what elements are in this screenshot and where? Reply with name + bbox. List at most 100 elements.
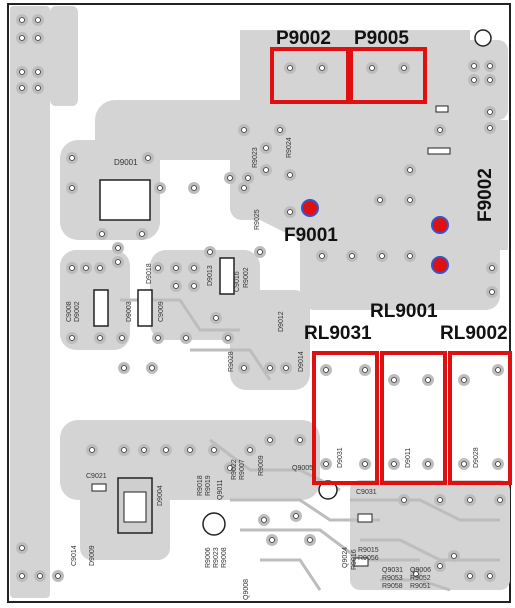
pad-hole: [97, 335, 103, 341]
pad-hole: [495, 461, 501, 467]
pad-hole: [69, 155, 75, 161]
fuse-holder-f9002: [427, 147, 451, 155]
pad-hole: [467, 573, 473, 579]
pad-hole: [495, 367, 501, 373]
pad-hole: [241, 185, 247, 191]
pad-hole: [121, 365, 127, 371]
pad-hole: [267, 365, 273, 371]
smd-capacitor-c9021: [91, 483, 107, 492]
pad-hole: [287, 209, 293, 215]
silk-r9028: R9028: [228, 351, 235, 372]
silk-c9008: C9008: [66, 301, 73, 322]
silk-r9006: R9006: [205, 547, 212, 568]
diode-body-d9003: [137, 289, 153, 327]
pad-hole: [487, 77, 493, 83]
pad-hole: [391, 461, 397, 467]
pad-hole: [362, 367, 368, 373]
pad-hole: [257, 249, 263, 255]
board-outline: [7, 3, 511, 603]
label-rl9001: RL9001: [370, 301, 438, 322]
pad-hole: [407, 167, 413, 173]
pad-hole: [241, 365, 247, 371]
pad-hole: [413, 571, 419, 577]
pad-hole: [489, 265, 495, 271]
pad-hole: [191, 265, 197, 271]
pad-hole: [379, 253, 385, 259]
pad-hole: [89, 447, 95, 453]
pad-hole: [19, 17, 25, 23]
pad-hole: [35, 69, 41, 75]
pad-hole: [263, 145, 269, 151]
pad-hole: [487, 125, 493, 131]
pad-hole: [267, 437, 273, 443]
pad-hole: [247, 447, 253, 453]
pad-hole: [115, 245, 121, 251]
pad-hole: [461, 461, 467, 467]
silk-r9023: R9023: [252, 147, 259, 168]
silk-r9052: R9052: [410, 575, 431, 582]
pad-hole: [487, 573, 493, 579]
mounting-hole-top-right: [474, 29, 492, 47]
pad-hole: [99, 231, 105, 237]
silk-r9018: R9018: [197, 475, 204, 496]
component-bodies: [91, 29, 492, 567]
pad-hole: [139, 231, 145, 237]
silk-c9016: C9016: [234, 271, 241, 292]
pad-hole: [319, 65, 325, 71]
silk-c9021: C9021: [86, 473, 107, 480]
pad-hole: [497, 497, 503, 503]
pad-hole: [141, 447, 147, 453]
marker-f9002-upper: [431, 216, 449, 234]
pad-hole: [323, 461, 329, 467]
pad-hole: [119, 335, 125, 341]
pad-hole: [293, 513, 299, 519]
pad-hole: [362, 461, 368, 467]
pad-hole: [407, 253, 413, 259]
pad-hole: [157, 185, 163, 191]
highlight-p9002: [270, 47, 350, 104]
pad-hole: [97, 265, 103, 271]
pad-hole: [155, 265, 161, 271]
pad-hole: [369, 65, 375, 71]
silk-q9024: Q9024: [342, 547, 349, 568]
pad-hole: [207, 249, 213, 255]
pad-hole: [349, 253, 355, 259]
pad-hole: [173, 283, 179, 289]
silk-r9019: R9019: [205, 475, 212, 496]
pad-hole: [145, 155, 151, 161]
highlight-rl9002: [448, 351, 512, 485]
pad-hole: [263, 167, 269, 173]
silk-q9031: Q9031: [382, 567, 403, 574]
pad-hole: [401, 65, 407, 71]
silk-d9011: D9011: [405, 448, 412, 468]
pad-hole: [401, 497, 407, 503]
pad-hole: [19, 69, 25, 75]
pad-hole: [489, 289, 495, 295]
pad-hole: [425, 461, 431, 467]
silkscreen-labels: D9001 R9023 R9024 R9025 D9018 D9013 C901…: [66, 137, 480, 600]
silk-c9014: C9014: [71, 545, 78, 566]
highlight-boxes: [270, 47, 512, 485]
silk-r9002: R9002: [243, 267, 250, 288]
highlight-p9005: [349, 47, 427, 104]
through-hole-pads: [16, 14, 506, 582]
pad-hole: [211, 447, 217, 453]
pad-hole: [297, 437, 303, 443]
silk-r9051: R9051: [410, 583, 431, 590]
pad-hole: [173, 265, 179, 271]
silk-d9012: D9012: [278, 311, 285, 332]
pad-hole: [467, 497, 473, 503]
silk-r9022: R9022: [231, 459, 238, 480]
label-p9005: P9005: [354, 28, 409, 49]
label-f9002: F9002: [475, 168, 496, 222]
pad-hole: [471, 77, 477, 83]
silk-q9008: Q9008: [243, 579, 250, 600]
pad-hole: [269, 537, 275, 543]
pad-hole: [407, 197, 413, 203]
silk-d9003: D9003: [126, 301, 133, 322]
pad-hole: [261, 517, 267, 523]
silk-r9025: R9025: [254, 209, 261, 230]
fuse-holder-f9002-b: [435, 105, 449, 113]
smd-q9024: [353, 557, 369, 567]
transistor-tab-d9004: [123, 491, 147, 523]
